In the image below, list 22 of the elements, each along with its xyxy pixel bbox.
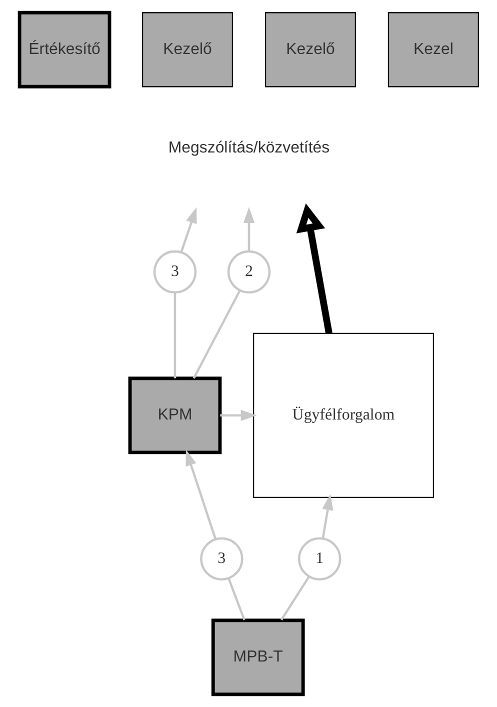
arrow: [185, 450, 216, 540]
connector: [280, 576, 310, 620]
node-box: MPB-T: [210, 618, 304, 696]
arrow: [321, 494, 333, 539]
connector: [227, 578, 245, 620]
node-box: KPM: [128, 376, 222, 454]
node-circle: 2: [226, 250, 270, 294]
arrow: [180, 207, 196, 253]
node-box: Ügyfélforgalom: [252, 332, 434, 498]
arrow: [296, 203, 332, 334]
arrow: [242, 207, 254, 252]
connector: [192, 290, 240, 379]
node-circle: 1: [297, 537, 341, 580]
node-box: Kezelő: [264, 12, 356, 88]
node-circle: 3: [200, 537, 243, 580]
connector: [173, 292, 176, 378]
label: Megszólítás/közvetítés: [168, 139, 330, 156]
node-box: Kezelő: [141, 12, 233, 88]
arrow: [220, 410, 256, 421]
node-box: Értékesítő: [17, 10, 111, 88]
node-circle: 3: [152, 250, 196, 294]
node-box: Kezel: [387, 12, 479, 88]
